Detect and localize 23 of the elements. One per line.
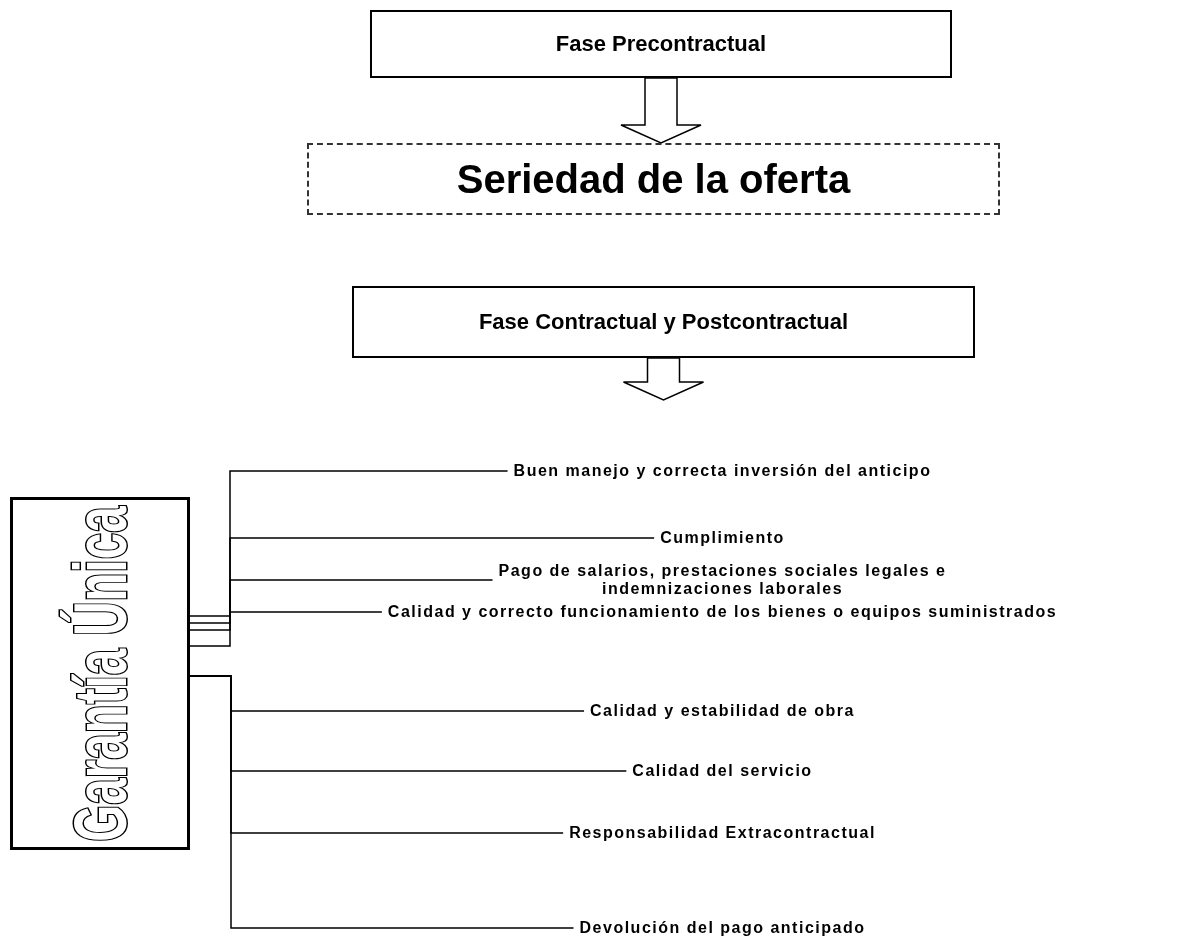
guarantee-title: Seriedad de la oferta — [456, 156, 851, 202]
bracket-line — [189, 675, 575, 929]
coverage-label: Calidad del servicio — [270, 762, 1175, 804]
phase-box — [352, 286, 975, 358]
bracket-line — [189, 611, 383, 647]
phase-box — [370, 10, 952, 78]
coverage-label: Calidad y correcto funcionamiento de los bienes o equipos suministrados — [270, 603, 1175, 655]
block-arrow — [622, 357, 705, 401]
coverage-label: Responsabilidad Extracontractual — [270, 824, 1175, 866]
phase-title: Fase Contractual y Postcontractual — [478, 309, 849, 335]
coverage-label: Pago de salarios, prestaciones sociales legales e indemnizaciones laborales — [270, 560, 1175, 600]
bracket-line — [189, 470, 509, 617]
coverage-label: Buen manejo y correcta inversión del anticipo — [270, 432, 1175, 480]
guarantee-box — [307, 143, 1000, 215]
block-arrow — [620, 77, 702, 144]
phase-title: Fase Precontractual — [555, 31, 767, 57]
guarantee-title: Garantía Única — [57, 505, 143, 842]
coverage-label: Cumplimiento — [270, 495, 1175, 547]
guarantee-box — [10, 497, 190, 850]
coverage-label: Devolución del pago anticipado — [270, 914, 1175, 942]
coverage-label: Calidad y estabilidad de obra — [270, 702, 1175, 744]
bracket-line — [189, 579, 494, 631]
bracket-line — [189, 537, 655, 624]
